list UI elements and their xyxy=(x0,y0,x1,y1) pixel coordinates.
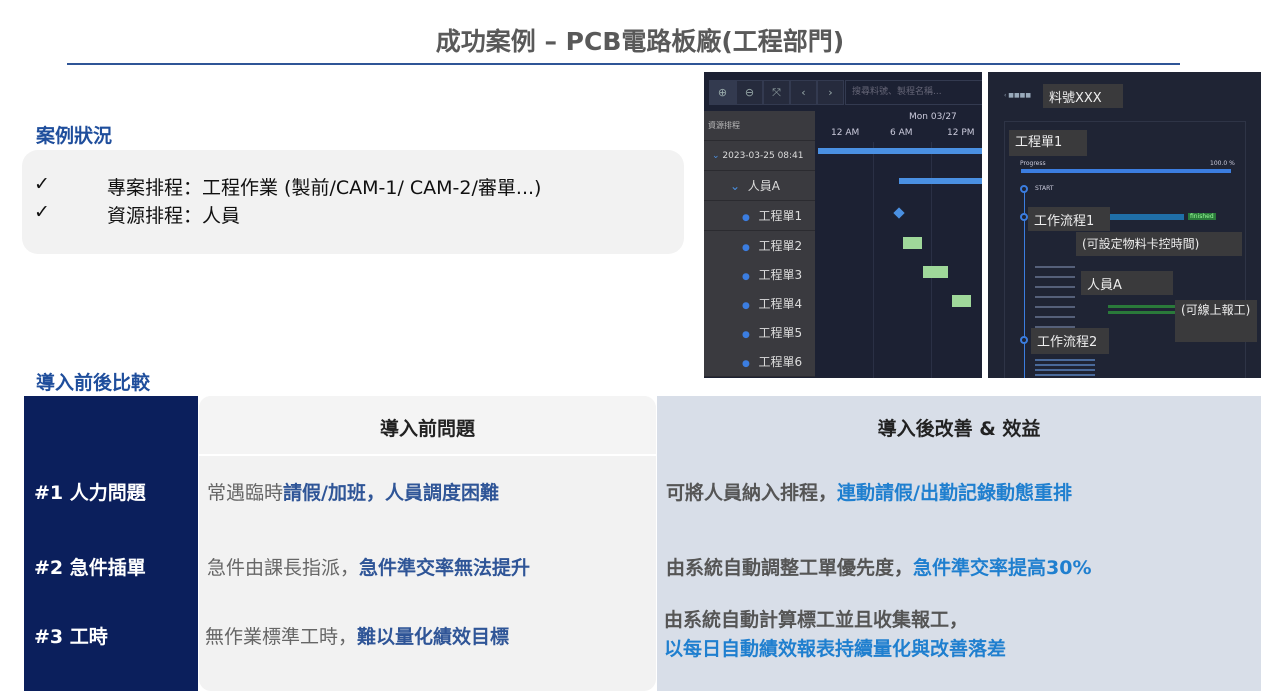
before-cell: 無作業標準工時，難以量化績效目標 xyxy=(205,626,510,648)
prev-icon[interactable]: ‹ xyxy=(790,80,817,105)
detail-screenshot: ‹ ■■■■ 料號XXX 工程單1 Progress 100.0 % START… xyxy=(988,72,1261,378)
tick-label: 12 AM xyxy=(831,128,860,138)
bullet-icon: ● xyxy=(742,359,759,369)
case-item: 資源排程：人員 xyxy=(107,205,241,227)
note-material-control: (可設定物料卡控時間) xyxy=(1076,232,1242,256)
gantt-row[interactable]: ● 工程單1 xyxy=(704,201,815,231)
gantt-row[interactable]: ● 工程單2 xyxy=(704,231,815,261)
after-column xyxy=(657,396,1261,691)
task-bar[interactable] xyxy=(952,295,971,307)
task-bar[interactable] xyxy=(923,266,948,278)
gantt-row[interactable]: ● 工程單4 xyxy=(704,289,815,319)
before-header-bg xyxy=(199,396,656,456)
check-icon: ✓ xyxy=(34,173,50,195)
gantt-row[interactable]: ● 工程單6 xyxy=(704,347,815,377)
progress-bar xyxy=(1021,169,1231,173)
case-box xyxy=(22,150,684,254)
note-online-report: (可線上報工) xyxy=(1175,300,1257,342)
person-bar[interactable] xyxy=(899,178,982,184)
panel-title: 資源排程 xyxy=(704,111,815,141)
flow1-label: 工作流程1 xyxy=(1028,207,1110,231)
after-cell: 由系統自動計算標工並且收集報工，以每日自動績效報表持續量化與改善落差 xyxy=(664,609,1007,660)
bullet-icon: ● xyxy=(742,301,759,311)
gantt-row[interactable]: ● 工程單5 xyxy=(704,318,815,348)
tick-label: 6 AM xyxy=(890,128,913,138)
progress-value: 100.0 % xyxy=(1210,160,1235,167)
bullet-icon: ● xyxy=(742,213,759,223)
before-cell: 常遇臨時請假/加班，人員調度困難 xyxy=(207,482,499,504)
row-label: #3 工時 xyxy=(34,626,108,648)
next-icon[interactable]: › xyxy=(817,80,844,105)
title-divider xyxy=(67,63,1180,65)
compare-heading: 導入前後比較 xyxy=(36,372,151,394)
start-label: START xyxy=(1035,185,1054,192)
case-heading: 案例狀況 xyxy=(36,125,113,147)
tick-label: 12 PM xyxy=(947,128,975,138)
flow2-label: 工作流程2 xyxy=(1031,328,1109,354)
after-cell: 由系統自動調整工單優先度，急件準交率提高30% xyxy=(666,557,1092,579)
after-cell: 可將人員納入排程，連動請假/出勤記錄動態重排 xyxy=(666,482,1072,504)
bullet-icon: ● xyxy=(742,272,759,282)
bullet-icon: ● xyxy=(742,330,759,340)
chevron-down-icon: ⌄ xyxy=(712,151,723,161)
person-label: 人員A xyxy=(1081,271,1173,295)
row-label: #2 急件插單 xyxy=(34,557,146,579)
order-label: 工程單1 xyxy=(1009,130,1087,156)
task-bar[interactable] xyxy=(903,237,922,249)
zoom-in-icon[interactable]: ⊕ xyxy=(709,80,736,105)
gantt-row[interactable]: ⌄ 2023-03-25 08:41 xyxy=(704,141,815,171)
row-label-column xyxy=(24,396,198,691)
before-header: 導入前問題 xyxy=(379,418,475,440)
progress-label: Progress xyxy=(1020,160,1046,167)
date-label: Mon 03/27 xyxy=(909,112,957,122)
gantt-screenshot: ⊕ ⊖ ⤧ ‹ › 搜尋料號、製程名稱... 資源排程 ⌄ 2023-03-25… xyxy=(704,72,982,378)
gantt-row[interactable]: ● 工程單3 xyxy=(704,260,815,290)
part-label: 料號XXX xyxy=(1043,84,1123,108)
slide-title: 成功案例 – PCB電路板廠(工程部門) xyxy=(435,27,845,56)
back-icon[interactable]: ‹ ■■■■ xyxy=(1004,92,1031,99)
fit-icon[interactable]: ⤧ xyxy=(763,80,790,105)
after-header: 導入後改善 & 效益 xyxy=(877,418,1041,440)
gantt-row[interactable]: ⌄ 人員A xyxy=(704,171,815,201)
search-input[interactable]: 搜尋料號、製程名稱... xyxy=(845,80,982,105)
case-item: 專案排程：工程作業 (製前/CAM-1/ CAM-2/審單...) xyxy=(107,177,542,199)
chevron-down-icon: ⌄ xyxy=(730,179,748,193)
row-label: #1 人力問題 xyxy=(34,482,146,504)
check-icon: ✓ xyxy=(34,201,50,223)
zoom-out-icon[interactable]: ⊖ xyxy=(736,80,763,105)
before-cell: 急件由課長指派，急件準交率無法提升 xyxy=(207,557,531,579)
summary-bar[interactable] xyxy=(818,148,982,154)
status-badge: finished xyxy=(1188,213,1216,220)
bullet-icon: ● xyxy=(742,243,759,253)
